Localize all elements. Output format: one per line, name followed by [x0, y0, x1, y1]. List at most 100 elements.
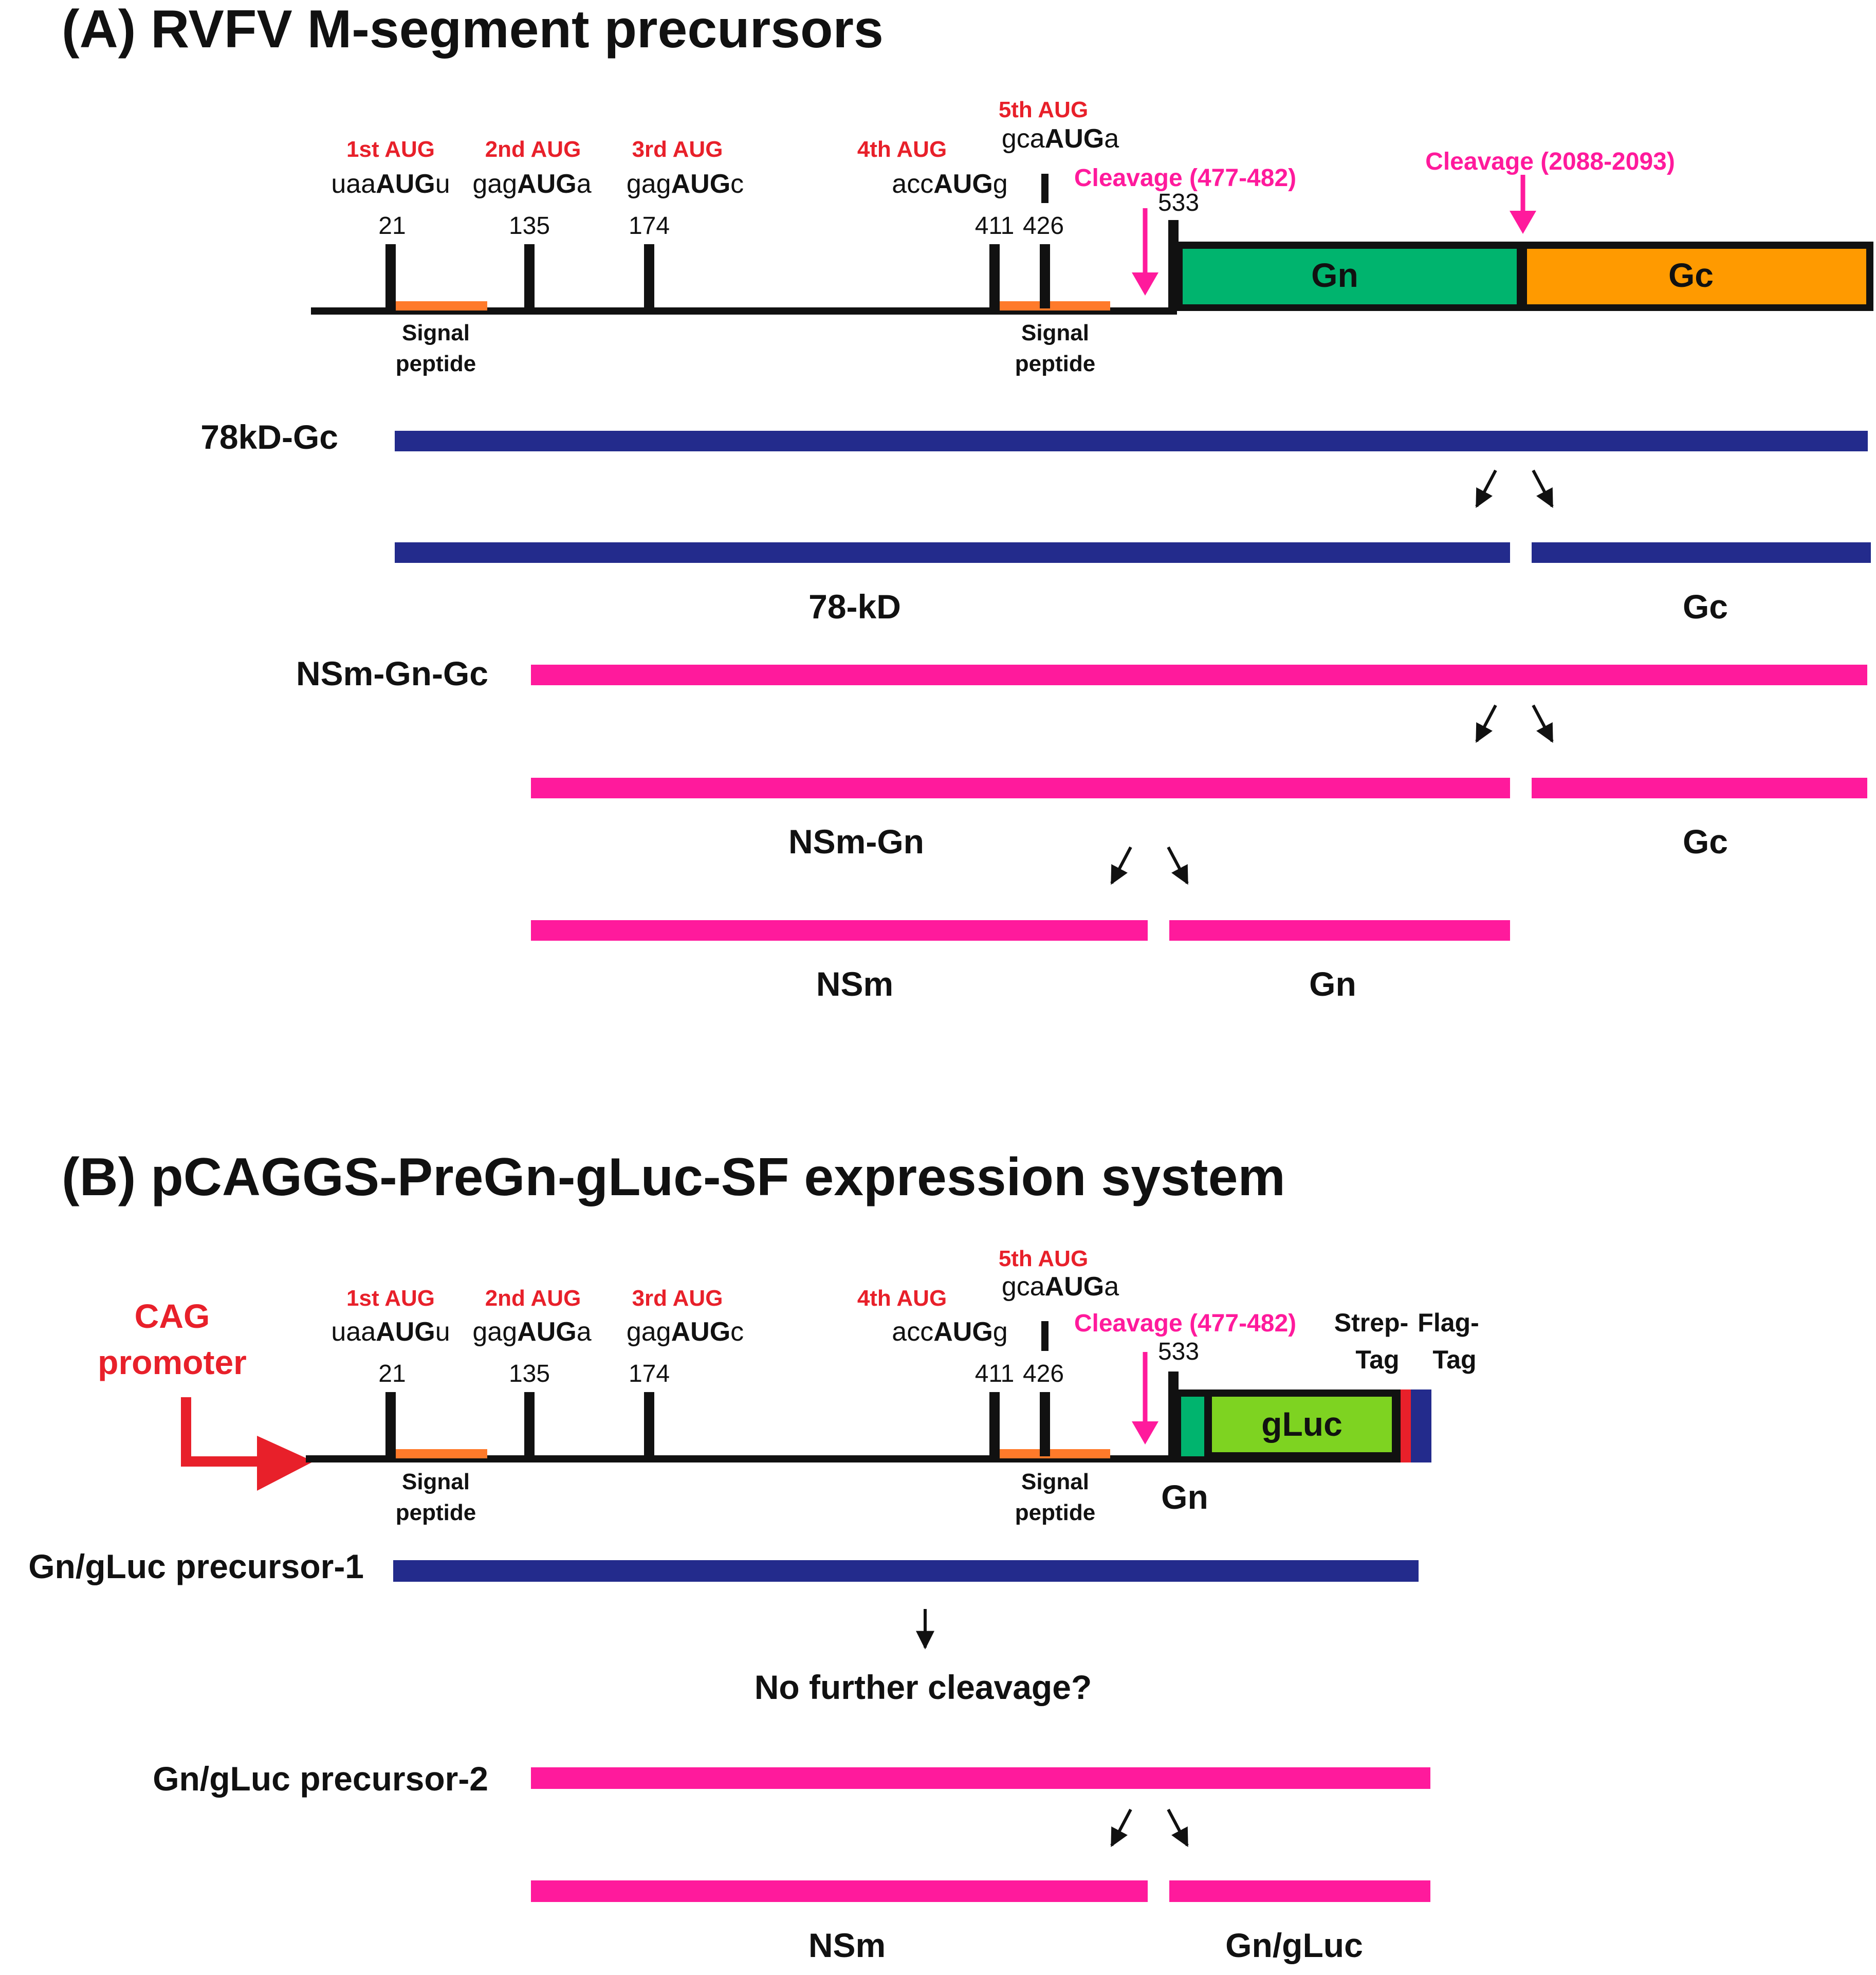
flag-tag-bar [1411, 1389, 1431, 1462]
promoter-line1: CAG [135, 1297, 210, 1335]
cleavage-2-label: Cleavage (2088-2093) [1425, 148, 1675, 175]
precursor-b1-bar [393, 1560, 1419, 1582]
signal-peptide-1-line2-b: peptide [396, 1500, 476, 1525]
aug-4-codon: accAUGg [892, 169, 1007, 199]
signal-peptide-2-line2-b: peptide [1015, 1500, 1095, 1525]
panel-a-title: (A) RVFV M-segment precursors [62, 0, 884, 59]
signal-peptide-1-bar-a [396, 301, 487, 310]
gn-start-pos-b: 533 [1158, 1338, 1199, 1365]
precursor-b2-label: Gn/gLuc precursor-2 [153, 1760, 488, 1798]
aug-3-codon-b: gagAUGc [627, 1317, 744, 1347]
aug-2-label: 2nd AUG [485, 137, 581, 162]
aug-4-codon-b: accAUGg [892, 1317, 1007, 1347]
precursor-78kd-gc-bar [395, 431, 1868, 451]
signal-peptide-2-bar-a [1000, 301, 1110, 310]
signal-peptide-1-bar-b [396, 1449, 487, 1458]
aug-1-codon: uaaAUGu [331, 169, 450, 199]
product-gn-label: Gn [1309, 965, 1356, 1003]
signal-peptide-1-line2-a: peptide [396, 351, 476, 376]
cleavage-1-label: Cleavage (477-482) [1074, 164, 1296, 192]
aug-3-codon: gagAUGc [627, 169, 744, 199]
gn-domain-label: Gn [1311, 256, 1358, 294]
product-gn-gluc-bar [1169, 1880, 1430, 1902]
product-gc-bar-2 [1532, 778, 1867, 798]
cleavage-1-label-b: Cleavage (477-482) [1074, 1310, 1296, 1337]
strep-tag-line1: Strep- [1334, 1308, 1408, 1337]
split-arrows-a3 [1110, 846, 1189, 885]
signal-peptide-2-line2-a: peptide [1015, 351, 1095, 376]
aug-5-label-b: 5th AUG [999, 1246, 1088, 1271]
gn-start-pos: 533 [1158, 189, 1199, 216]
gluc-domain-label: gLuc [1261, 1405, 1342, 1443]
gn-label-b: Gn [1161, 1478, 1208, 1516]
no-cleavage-label: No further cleavage? [755, 1668, 1092, 1706]
cleavage-1-arrow-b [1132, 1352, 1158, 1444]
flag-tag-line1: Flag- [1418, 1308, 1479, 1337]
product-gn-gluc-label: Gn/gLuc [1225, 1926, 1363, 1964]
product-nsm-label-b: NSm [808, 1926, 886, 1964]
precursor-b1-label: Gn/gLuc precursor-1 [28, 1547, 364, 1585]
aug-2-codon: gagAUGa [472, 169, 591, 199]
cleavage-1-arrow [1132, 208, 1158, 296]
product-78kd-bar [395, 542, 1510, 563]
aug-1-pos-b: 21 [378, 1360, 406, 1387]
aug-4-pos: 411 [975, 212, 1015, 240]
gn-domain [1183, 249, 1517, 304]
product-gn-bar [1169, 920, 1510, 941]
precursor-nsm-gn-gc-label: NSm-Gn-Gc [296, 654, 488, 692]
promoter-arrow [181, 1397, 314, 1491]
aug-4-pos-b: 411 [975, 1360, 1015, 1387]
split-arrows-b [1110, 1808, 1189, 1848]
product-nsm-label-a: NSm [816, 965, 893, 1003]
aug-5-pos: 426 [1023, 212, 1064, 240]
strep-tag-bar [1401, 1389, 1411, 1462]
signal-peptide-2-bar-b [1000, 1449, 1110, 1458]
aug-1-label-b: 1st AUG [346, 1286, 435, 1311]
signal-peptide-1-line1-a: Signal [402, 320, 470, 345]
product-nsm-bar-b [531, 1880, 1148, 1902]
aug-4-label: 4th AUG [857, 137, 947, 162]
gc-domain-label: Gc [1668, 256, 1714, 294]
product-nsm-gn-bar [531, 778, 1510, 798]
aug-1-codon-b: uaaAUGu [331, 1317, 450, 1347]
promoter-line2: promoter [98, 1343, 247, 1381]
aug-2-pos: 135 [509, 212, 550, 240]
flag-tag-line2: Tag [1432, 1345, 1476, 1374]
product-nsm-gn-label: NSm-Gn [788, 822, 924, 861]
aug-5-codon-b: gcaAUGa [1002, 1272, 1119, 1302]
aug-4-label-b: 4th AUG [857, 1286, 947, 1311]
product-gc-bar-1 [1532, 542, 1871, 563]
signal-peptide-2-line1-a: Signal [1021, 320, 1089, 345]
aug-3-pos-b: 174 [629, 1360, 670, 1387]
aug-5-pos-b: 426 [1023, 1360, 1064, 1387]
aug-1-pos: 21 [378, 212, 406, 240]
aug-2-label-b: 2nd AUG [485, 1286, 581, 1311]
backbone-b [306, 1321, 1431, 1462]
aug-5-label: 5th AUG [999, 97, 1088, 122]
backbone-a [311, 174, 1873, 315]
aug-2-codon-b: gagAUGa [472, 1317, 591, 1347]
gc-domain [1527, 249, 1866, 304]
product-gc-label-2: Gc [1683, 822, 1728, 861]
precursor-78kd-gc-label: 78kD-Gc [200, 418, 338, 456]
aug-3-label-b: 3rd AUG [632, 1286, 723, 1311]
gn-fragment-domain [1181, 1397, 1204, 1456]
precursor-nsm-gn-gc-bar [531, 665, 1867, 685]
aug-labels-a: 1st AUG 2nd AUG 3rd AUG 4th AUG 5th AUG … [331, 97, 1199, 240]
panel-b-title: (B) pCAGGS-PreGn-gLuc-SF expression syst… [62, 1147, 1285, 1207]
cleavage-2-arrow [1510, 175, 1536, 234]
product-78kd-label: 78-kD [808, 588, 901, 626]
product-gc-label-1: Gc [1683, 588, 1728, 626]
aug-3-label: 3rd AUG [632, 137, 723, 162]
split-arrows-a1 [1475, 469, 1554, 508]
aug-1-label: 1st AUG [346, 137, 435, 162]
aug-3-pos: 174 [629, 212, 670, 240]
strep-tag-line2: Tag [1355, 1345, 1399, 1374]
aug-labels-b: 1st AUG 2nd AUG 3rd AUG 4th AUG 5th AUG … [331, 1246, 1199, 1387]
signal-peptide-1-line1-b: Signal [402, 1469, 470, 1494]
product-nsm-bar-a [531, 920, 1148, 941]
signal-peptide-2-line1-b: Signal [1021, 1469, 1089, 1494]
gluc-domain [1212, 1397, 1392, 1452]
